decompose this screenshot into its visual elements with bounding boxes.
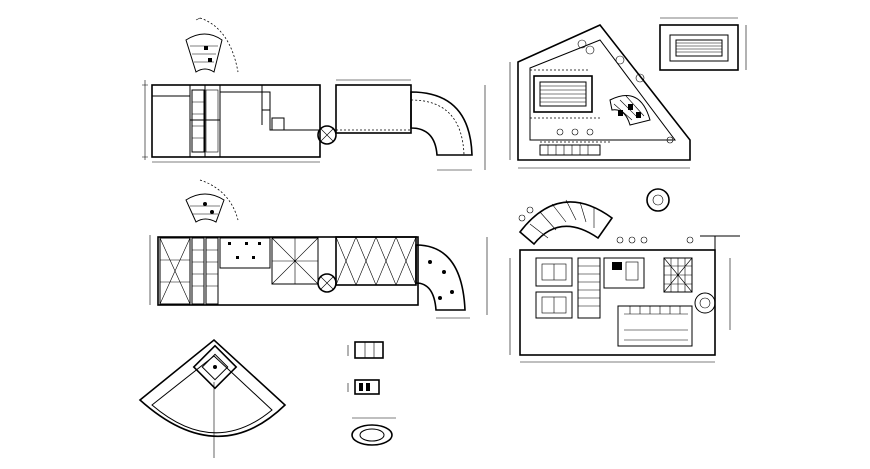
pitch-detail [659,17,747,71]
ground-main-block [157,236,419,306]
upper-main-block [151,84,321,158]
ground-floor-plan [149,179,488,319]
upper-site-stadium [533,75,593,113]
lower-site-arc-building [518,201,614,246]
upper-east-block [335,84,412,134]
upper-arc-wing [185,17,239,73]
small-detail-1 [347,341,384,359]
upper-floor-plan [142,17,486,171]
ground-arc-wing [185,179,239,223]
ground-curved-wing [415,244,466,311]
upper-hub [317,125,337,145]
lower-site-roundabout [646,188,670,212]
upper-site-boundary [517,24,691,161]
corner-sector-plan [138,338,287,458]
upper-site-plan [509,24,691,169]
upper-curved-wing [410,91,473,156]
small-detail-2 [347,379,380,395]
ground-east-block [335,236,417,286]
lower-site-plan [509,188,740,363]
oval-detail [351,417,396,446]
